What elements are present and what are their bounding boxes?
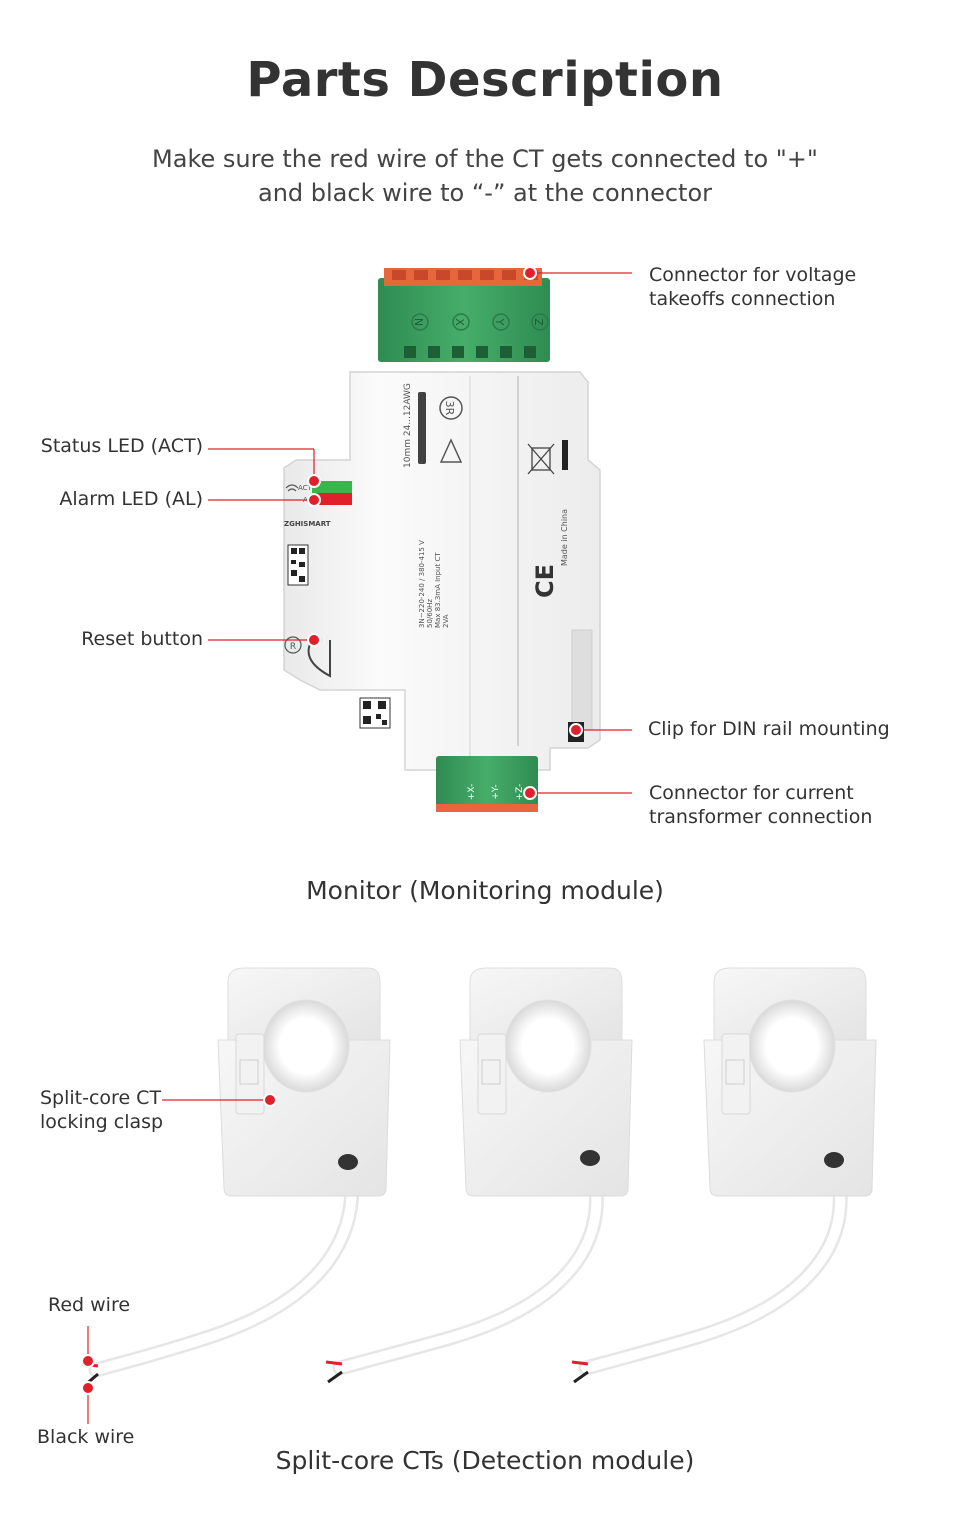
cert-mark-text: 3R: [443, 401, 456, 416]
label-voltage-connector-line1: Connector for voltage: [649, 264, 857, 286]
dot-black-wire: [81, 1381, 95, 1395]
reset-icon: [284, 636, 302, 654]
dot-alarm-led: [307, 493, 321, 507]
label-alarm-led: Alarm LED (AL): [59, 488, 203, 510]
dot-ct-connector: [523, 786, 537, 800]
dot-ct-clasp: [263, 1093, 277, 1107]
monitor-callouts: [208, 272, 632, 794]
terminal-y-label: Y: [493, 318, 506, 326]
terminal-n-label: N: [412, 318, 425, 326]
dot-din-clip: [569, 723, 583, 737]
label-red-wire: Red wire: [48, 1294, 131, 1316]
power-text: 2VA: [442, 614, 450, 628]
ct-caption: Split-core CTs (Detection module): [275, 1446, 695, 1475]
page-subtitle: Make sure the red wire of the CT gets co…: [0, 142, 970, 210]
ct-unit-2: [325, 967, 633, 1384]
warning-icon: [439, 438, 463, 463]
label-ct-clasp-line2: locking clasp: [40, 1111, 164, 1133]
page-title: Parts Description: [246, 52, 724, 108]
alarm-led: [312, 493, 352, 505]
dot-voltage-connector: [523, 266, 537, 280]
subtitle-line-2: and black wire to “-” at the connector: [257, 179, 712, 207]
label-reset-button: Reset button: [81, 628, 203, 650]
status-led: [312, 481, 352, 493]
ct-terminal-z-label: +Z-: [515, 784, 525, 801]
weee-bin-icon: [527, 443, 555, 475]
wifi-icon: [285, 484, 299, 492]
terminal-z-label: Z: [532, 318, 545, 326]
subtitle-line-1: Make sure the red wire of the CT gets co…: [152, 145, 818, 173]
act-label: ACT: [298, 484, 313, 492]
ct-unit-3: [571, 967, 877, 1384]
brand-text: ZGHISMART: [284, 520, 331, 528]
dot-reset-button: [307, 633, 321, 647]
input-text: Max 83.3mA Input CT: [434, 552, 442, 628]
label-voltage-connector: Connector for voltage takeoffs connectio…: [649, 263, 856, 311]
ct-terminal-x-label: +X-: [467, 784, 477, 801]
ct-terminal-y-label: +Y-: [491, 784, 501, 799]
monitor-caption: Monitor (Monitoring module): [306, 876, 664, 905]
monitor-device: N X Y Z 10mm 24...12AWG 3R 3N~220-240 / …: [283, 268, 601, 812]
label-ct-connector-line2: transformer connection: [649, 806, 873, 828]
qr-code: [287, 544, 309, 586]
monitor-callout-dots: [307, 266, 583, 800]
label-din-clip: Clip for DIN rail mounting: [648, 718, 890, 740]
ct-callout-dots: [81, 1093, 277, 1395]
label-black-wire: Black wire: [37, 1426, 135, 1448]
label-ct-clasp: Split-core CT locking clasp: [40, 1086, 163, 1134]
bottom-qr-code: [359, 697, 391, 729]
ct-terminal-block: +X- +Y- +Z-: [436, 756, 538, 812]
voltage-terminal-block: N X Y Z: [378, 268, 550, 362]
dot-red-wire: [81, 1354, 95, 1368]
label-ct-clasp-line1: Split-core CT: [40, 1087, 162, 1109]
freq-text: 50/60Hz: [426, 599, 434, 628]
label-voltage-connector-line2: takeoffs connection: [649, 288, 836, 310]
rating-text: 3N~220-240 / 380-415 V: [418, 540, 426, 628]
label-ct-connector: Connector for current transformer connec…: [649, 781, 872, 829]
wire-spec-text: 10mm 24...12AWG: [403, 383, 413, 468]
dot-status-led: [307, 474, 321, 488]
terminal-x-label: X: [453, 318, 466, 326]
label-status-led: Status LED (ACT): [40, 435, 203, 457]
ce-mark: CE: [531, 564, 559, 598]
label-ct-connector-line1: Connector for current: [649, 782, 854, 804]
cert-mark-icon: [439, 396, 463, 420]
reset-label: R: [290, 642, 296, 652]
ct-unit-1: [81, 967, 391, 1388]
made-in-text: Made in China: [560, 509, 569, 566]
